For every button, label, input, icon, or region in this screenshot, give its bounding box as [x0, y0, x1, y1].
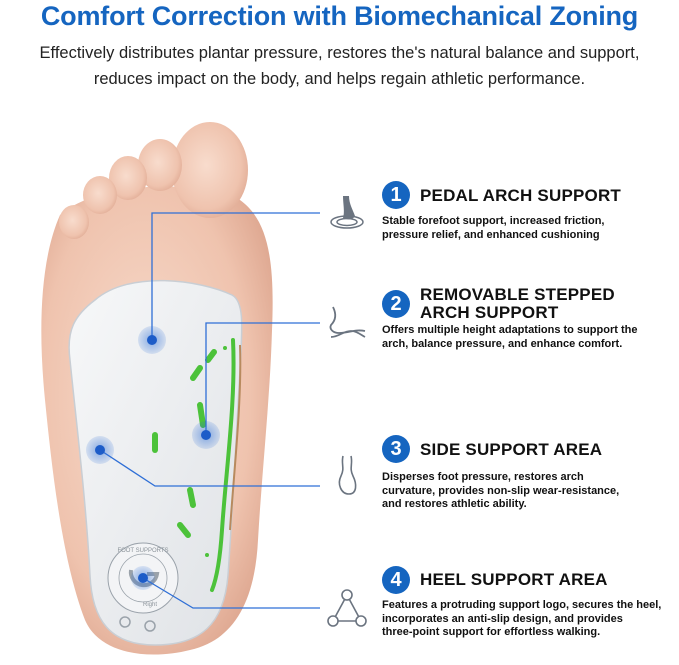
feature-description: Features a protruding support logo, secu…: [382, 599, 677, 640]
marker-2: [192, 421, 220, 449]
connector-1: [151, 212, 320, 340]
marker-1: [138, 326, 166, 354]
feature-desc-line: Stable forefoot support, increased frict…: [382, 215, 605, 227]
little-toe: [59, 205, 89, 239]
three-point-icon: [327, 589, 367, 627]
feature-number: 2: [382, 290, 410, 318]
logo-ring-text: FOOT SUPPORTS: [117, 548, 168, 554]
second-toe: [138, 139, 182, 191]
feature-description: Offers multiple height adaptations to su…: [382, 324, 677, 351]
feature-title: REMOVABLE STEPPED ARCH SUPPORT: [420, 286, 615, 322]
refresh-icon: [144, 620, 156, 632]
marker-4: [131, 566, 155, 590]
feature-desc-line: incorporates an anti-slip design, and pr…: [382, 612, 623, 625]
feature-title: PEDAL ARCH SUPPORT: [420, 187, 621, 205]
feature-title-line: HEEL SUPPORT AREA: [420, 570, 608, 589]
feature-desc-line: Disperses foot pressure, restores arch: [382, 471, 584, 483]
feature-desc-line: curvature, provides non-slip wear-resist…: [382, 484, 620, 497]
feature-title: HEEL SUPPORT AREA: [420, 571, 608, 589]
feature-number: 1: [382, 181, 410, 209]
green-dots: [205, 346, 227, 557]
connector-4: [142, 577, 320, 609]
connector-2: [205, 322, 320, 435]
feature-1: 1 PEDAL ARCH SUPPORT Stable forefoot sup…: [325, 180, 675, 250]
side-support-edge: [210, 338, 236, 592]
feature-title-line: REMOVABLE STEPPED: [420, 285, 615, 304]
feature-desc-line: arch, balance pressure, and enhance comf…: [382, 337, 623, 350]
feature-title: SIDE SUPPORT AREA: [420, 441, 602, 459]
connector-lines: [99, 212, 320, 609]
foot-pressure-icon: [330, 196, 364, 229]
fourth-toe: [83, 176, 117, 214]
third-toe: [109, 156, 147, 200]
subtitle-line-2: reduces impact on the body, and helps re…: [93, 70, 586, 88]
feature-desc-line: Offers multiple height adaptations to su…: [382, 324, 638, 336]
feature-title-line: SIDE SUPPORT AREA: [420, 440, 603, 459]
page-title: Comfort Correction with Biomechanical Zo…: [40, 1, 639, 31]
feature-number: 3: [382, 435, 410, 463]
subtitle-line-1: Effectively distributes plantar pressure…: [39, 44, 640, 62]
feature-2: 2 REMOVABLE STEPPED ARCH SUPPORT Offers …: [325, 286, 677, 357]
feature-desc-line: and restores athletic ability.: [382, 498, 527, 510]
page-subtitle: Effectively distributes plantar pressure…: [0, 40, 679, 92]
feature-desc-line: pressure relief, and enhanced cushioning: [382, 228, 600, 241]
feature-3: 3 SIDE SUPPORT AREA Disperses foot press…: [325, 434, 675, 524]
feature-title-line: ARCH SUPPORT: [420, 303, 559, 322]
feature-description: Disperses foot pressure, restores arch c…: [382, 471, 677, 512]
marker-3: [86, 436, 114, 464]
feature-number: 4: [382, 566, 410, 594]
green-pads: [152, 349, 217, 538]
feature-desc-line: Features a protruding support logo, secu…: [382, 599, 662, 611]
big-toe: [172, 122, 248, 218]
side-outline-icon: [338, 455, 357, 495]
markers: [86, 326, 220, 590]
recycle-icon: [119, 616, 131, 628]
connector-3: [99, 449, 320, 487]
feature-title-line: PEDAL ARCH SUPPORT: [420, 186, 622, 205]
feature-desc-line: three-point support for effortless walki…: [382, 626, 601, 638]
logo-brand: Right: [143, 602, 157, 608]
feature-description: Stable forefoot support, increased frict…: [382, 215, 677, 242]
arch-foot-icon: [329, 306, 366, 338]
feature-4: 4 HEEL SUPPORT AREA Features a protrudin…: [325, 565, 675, 660]
toes: [59, 122, 248, 239]
